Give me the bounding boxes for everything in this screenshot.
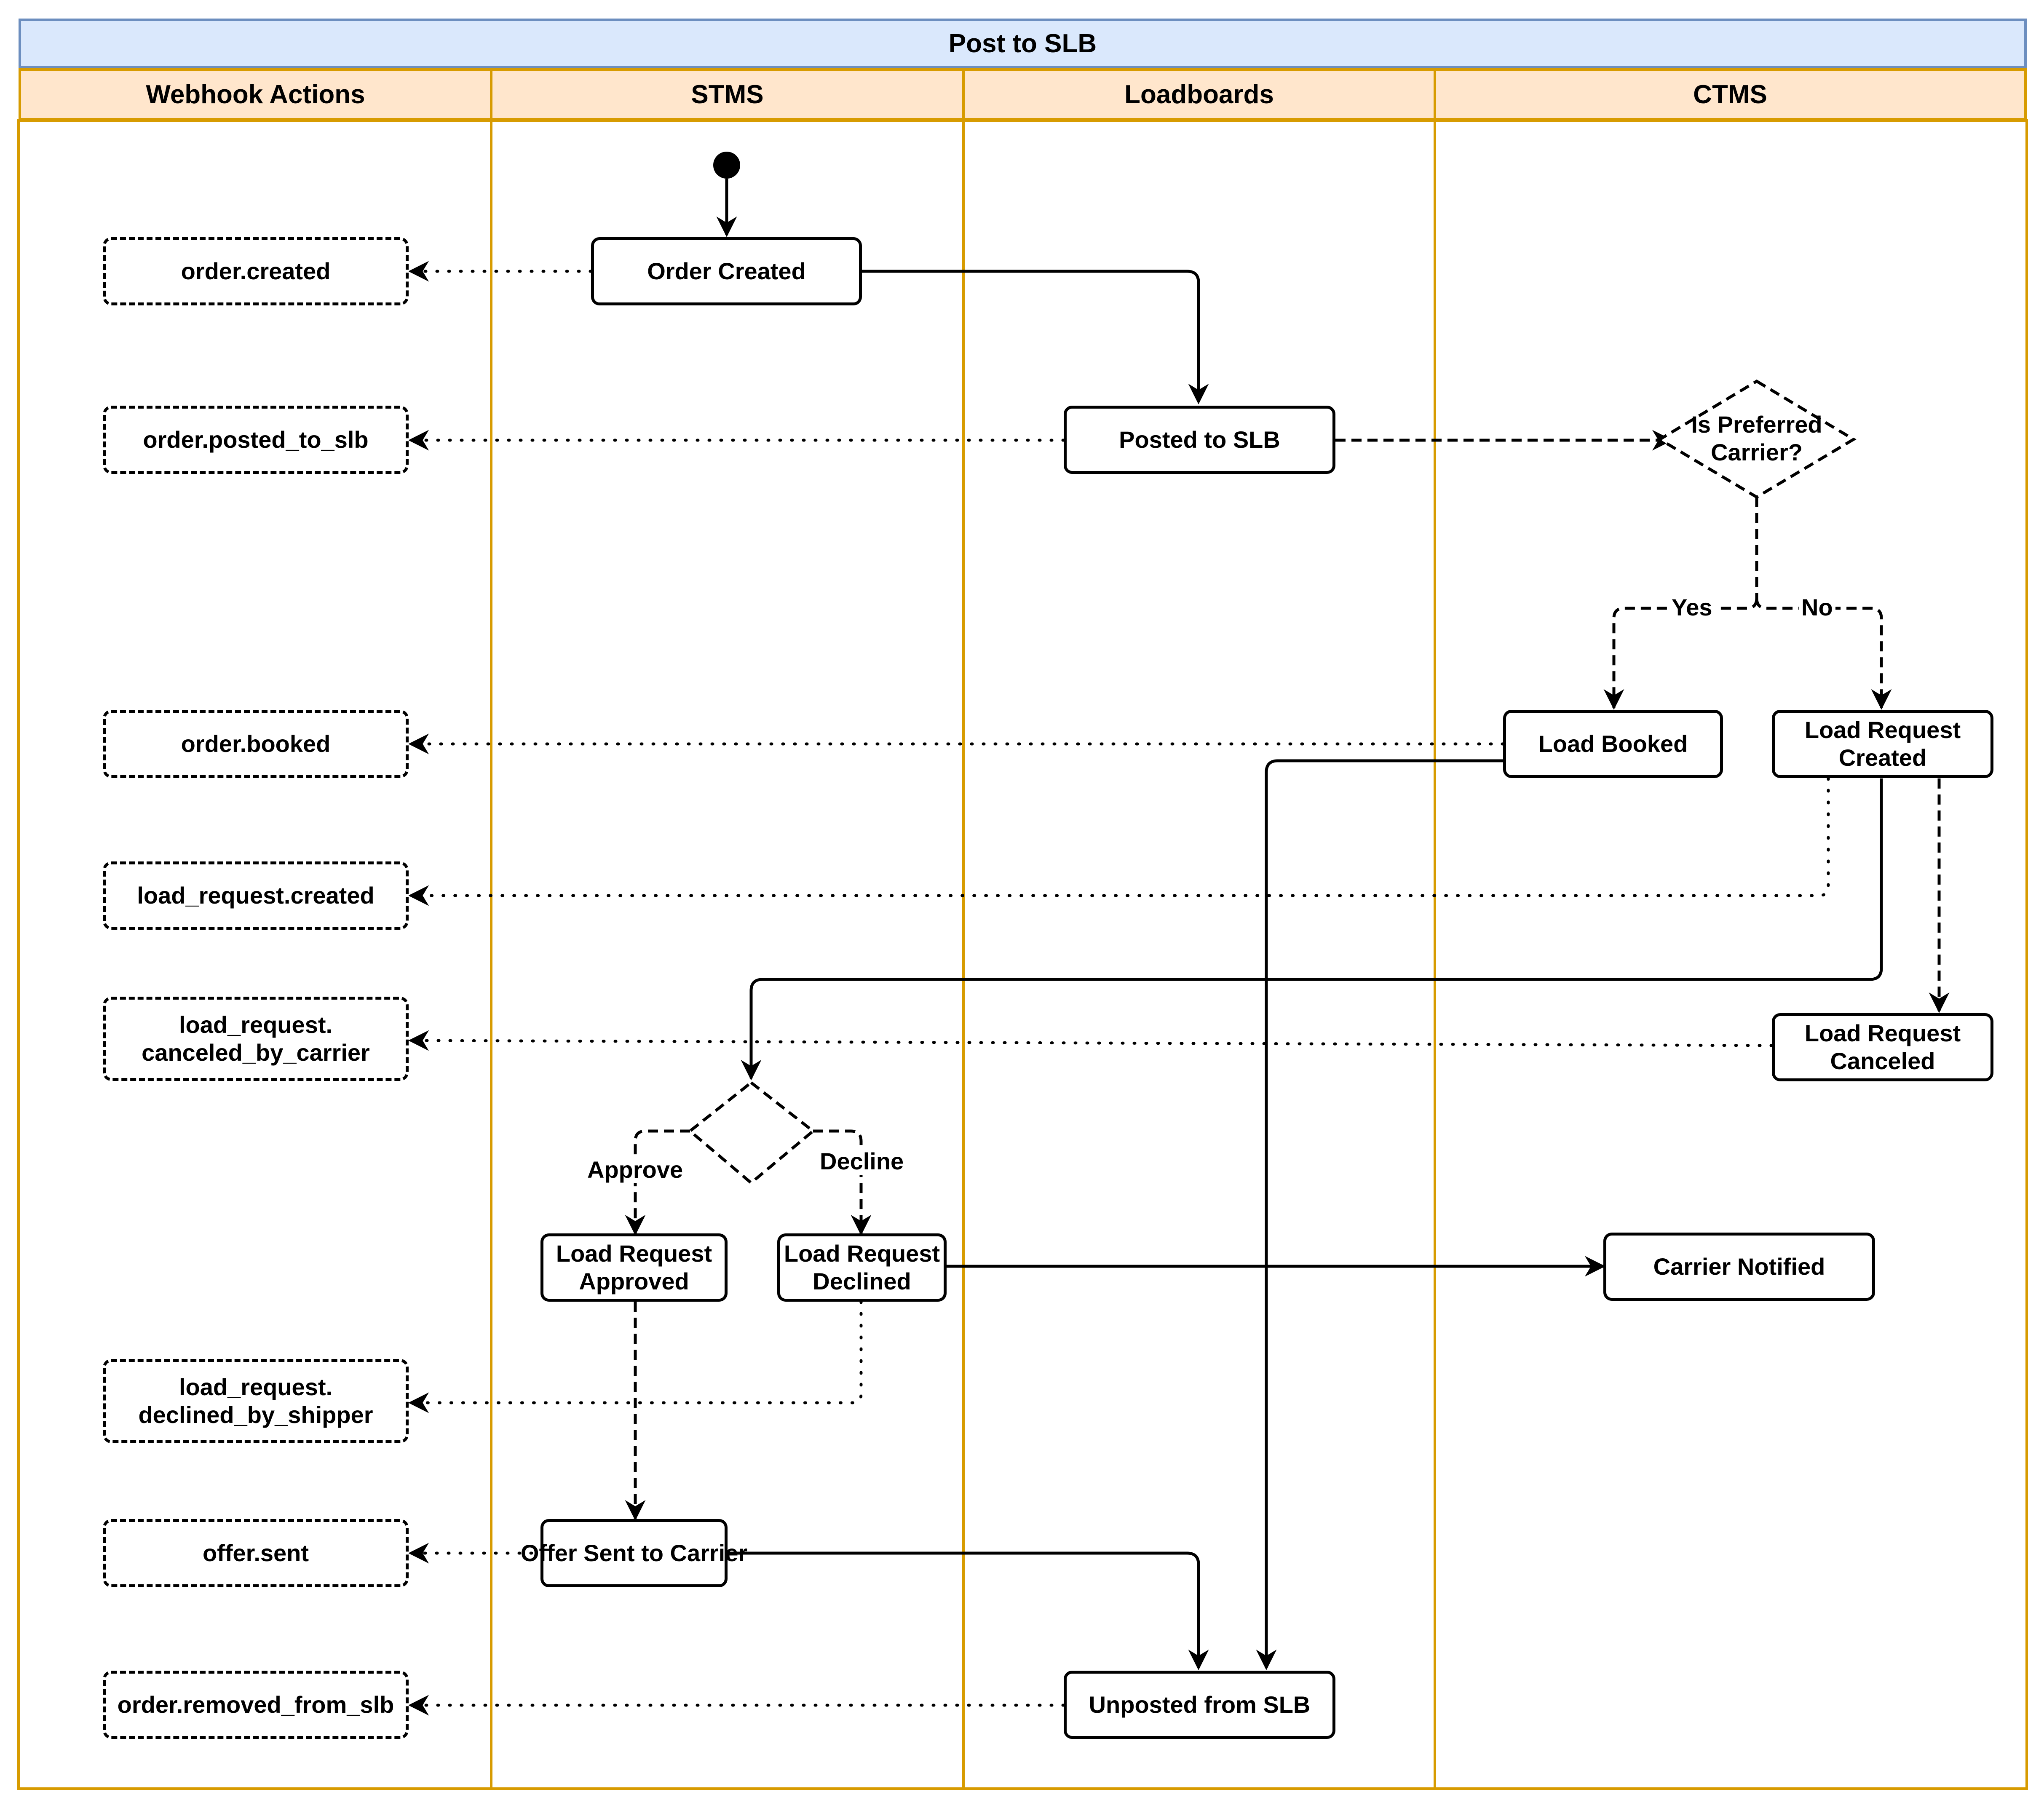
step-lr-canceled: Load Request Canceled	[1772, 1013, 1993, 1081]
edge-yes-branch	[1603, 598, 1758, 710]
webhook-lr-canceled: load_request. canceled_by_carrier	[103, 997, 409, 1081]
edge-offer-sent-to-unposted	[728, 1551, 1209, 1670]
edge-label-decline: Decline	[817, 1148, 907, 1175]
webhook-offer-sent: offer.sent	[103, 1519, 409, 1587]
approval-decision-diamond	[688, 1081, 816, 1185]
edge-lr-created-to-decision	[741, 778, 1883, 1081]
webhook-lr-created: load_request.created	[103, 861, 409, 930]
edge-order-created-to-posted	[862, 270, 1209, 404]
pool-title: Post to SLB	[19, 19, 2027, 68]
webhook-lr-declined: load_request. declined_by_shipper	[103, 1359, 409, 1443]
emit-lr-created	[408, 777, 1830, 906]
step-carrier-notified: Carrier Notified	[1603, 1233, 1875, 1301]
step-offer-sent-label: Offer Sent to Carrier	[520, 1540, 748, 1566]
step-order-created: Order Created	[591, 237, 862, 305]
edge-label-yes: Yes	[1669, 594, 1715, 621]
step-posted-to-slb: Posted to SLB	[1064, 406, 1335, 474]
lane-ctms-body	[1434, 119, 2028, 1790]
lane-header-webhook: Webhook Actions	[19, 68, 492, 120]
step-offer-sent	[540, 1519, 728, 1587]
edge-decline-branch	[813, 1129, 872, 1236]
edge-label-approve: Approve	[585, 1156, 686, 1183]
lane-header-ctms: CTMS	[1434, 68, 2027, 120]
start-node	[713, 152, 740, 179]
step-lr-declined: Load Request Declined	[777, 1233, 947, 1302]
lane-header-stms: STMS	[490, 68, 965, 120]
edge-no-branch	[1755, 598, 1892, 710]
step-load-booked: Load Booked	[1503, 710, 1723, 778]
lane-header-loadboards: Loadboards	[962, 68, 1436, 120]
step-lr-approved: Load Request Approved	[540, 1233, 728, 1302]
edge-approve-branch	[625, 1129, 690, 1236]
emit-lr-declined	[408, 1300, 863, 1413]
webhook-order-removed: order.removed_from_slb	[103, 1671, 409, 1739]
emit-lr-canceled	[408, 1030, 1774, 1051]
webhook-order-created: order.created	[103, 237, 409, 305]
step-unposted: Unposted from SLB	[1064, 1671, 1335, 1739]
step-lr-created: Load Request Created	[1772, 710, 1993, 778]
webhook-order-booked: order.booked	[103, 710, 409, 778]
edge-load-booked-to-unposted	[1256, 759, 1503, 1670]
preferred-carrier-label: Is Preferred Carrier?	[1691, 411, 1822, 465]
swimlanes	[17, 119, 2028, 1790]
edge-label-no: No	[1799, 594, 1835, 621]
preferred-carrier-diamond	[1657, 379, 1857, 499]
webhook-order-posted: order.posted_to_slb	[103, 406, 409, 474]
